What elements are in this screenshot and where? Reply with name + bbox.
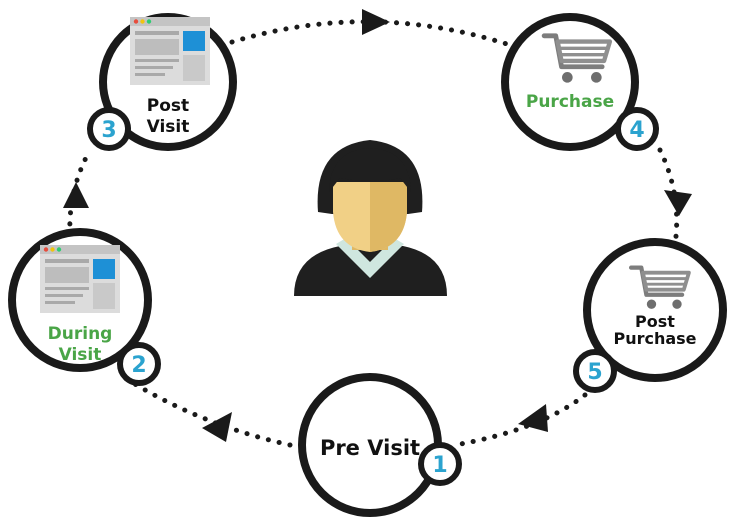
step-badge: 3 — [87, 107, 131, 151]
arrow-4-5 — [664, 190, 692, 216]
step-number: 1 — [432, 453, 447, 478]
badge-ring — [117, 342, 161, 386]
badge-ring — [573, 349, 617, 393]
badge-ring — [87, 107, 131, 151]
stage-label: Visit — [147, 117, 190, 137]
stage-node-1: Pre Visit 1 — [298, 373, 462, 517]
step-badge: 1 — [418, 442, 462, 486]
connector-5-1 — [452, 392, 588, 448]
browser-window-icon — [130, 17, 210, 85]
step-number: 2 — [131, 353, 146, 378]
stage-label: Post — [635, 312, 675, 331]
step-badge: 2 — [117, 342, 161, 386]
stage-label: Post — [147, 96, 189, 116]
person-avatar-icon — [294, 140, 447, 296]
arrow-5-1 — [518, 404, 548, 432]
cycle-connectors — [67, 19, 680, 448]
step-number: 3 — [101, 118, 116, 143]
stage-node-4: Purchase 4 — [501, 13, 659, 151]
stage-label: Visit — [59, 345, 102, 365]
step-badge: 4 — [615, 107, 659, 151]
arrow-1-2 — [202, 412, 232, 442]
step-number: 5 — [587, 360, 602, 385]
connector-3-4 — [229, 19, 513, 48]
browser-window-icon — [40, 245, 120, 313]
arrow-2-3 — [63, 182, 89, 208]
stage-label: Purchase — [613, 329, 696, 348]
cycle-arrowheads — [63, 9, 692, 442]
stage-label: Pre Visit — [320, 436, 420, 460]
badge-ring — [418, 442, 462, 486]
stage-label: Purchase — [526, 92, 614, 112]
step-number: 4 — [629, 118, 644, 143]
step-badge: 5 — [573, 349, 617, 393]
connector-4-5 — [657, 147, 680, 248]
connector-1-2 — [122, 375, 293, 448]
badge-ring — [615, 107, 659, 151]
arrow-3-4 — [362, 9, 390, 35]
stage-label: During — [48, 324, 113, 344]
